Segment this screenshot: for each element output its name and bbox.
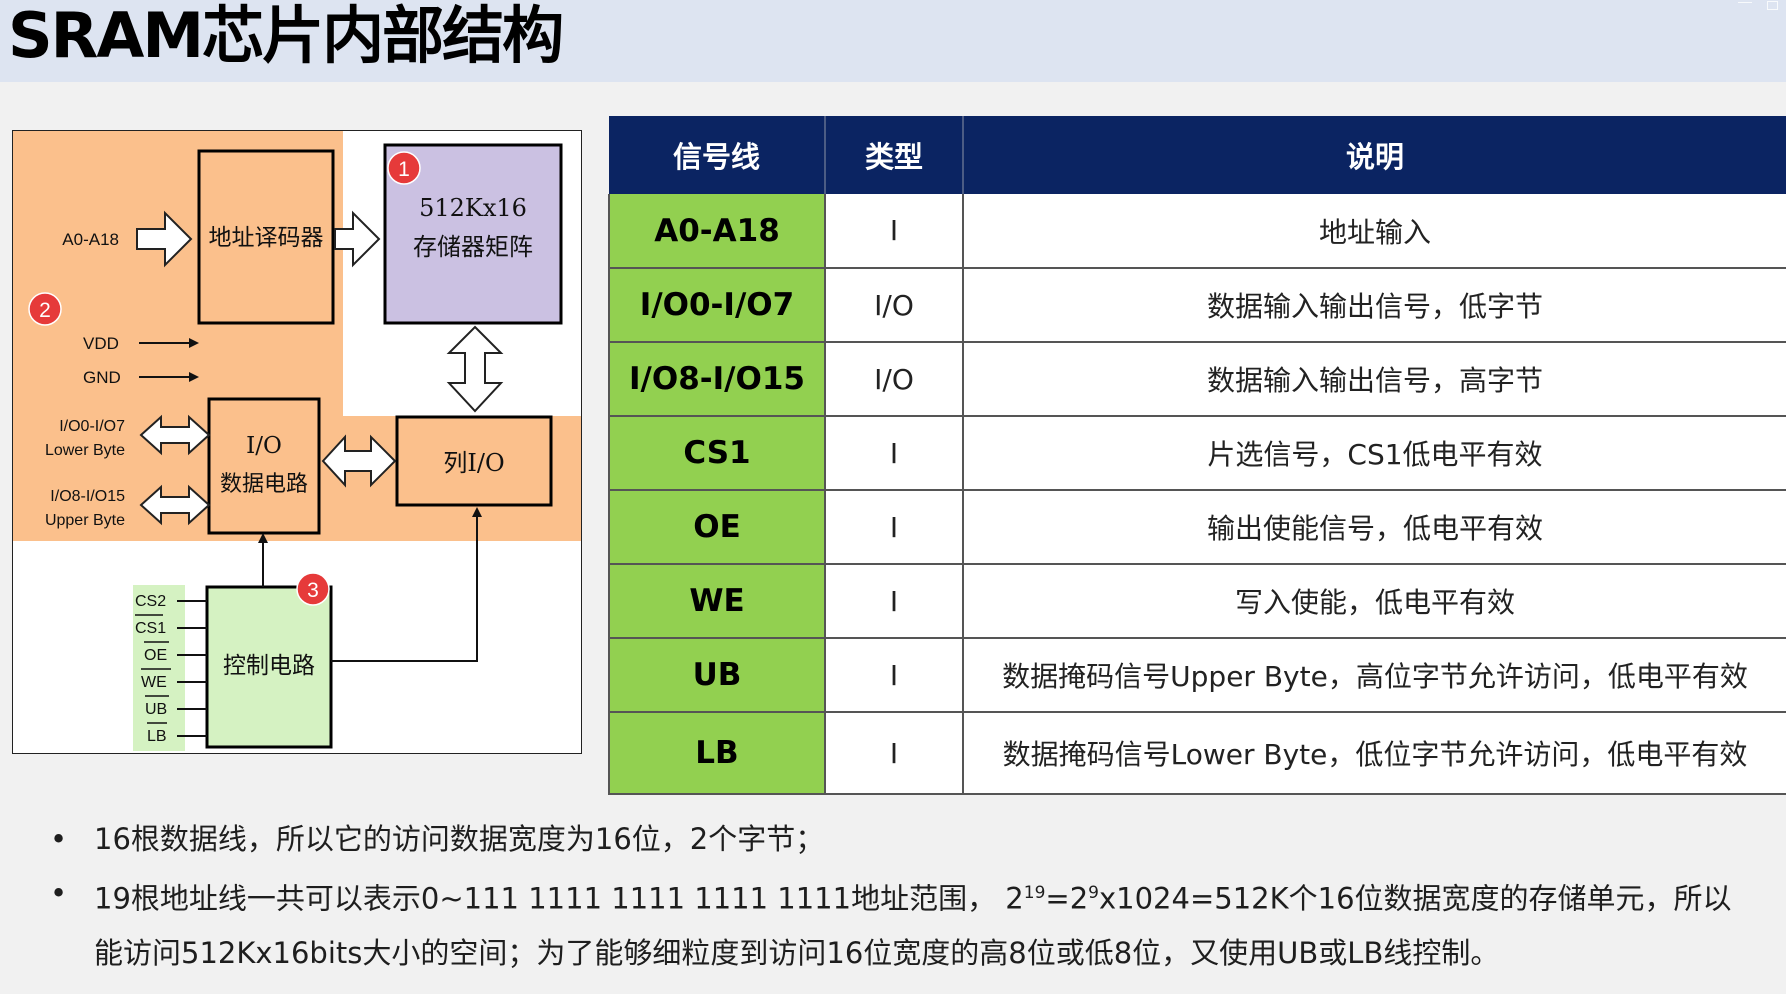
pin-io-low-1: I/O0-I/O7 — [59, 418, 125, 435]
io-column-arrow — [321, 434, 397, 488]
ctrl-pins: CS2 CS1 OE WE UB LB — [135, 593, 167, 745]
control-circuit-box — [205, 585, 333, 749]
signal-table: 信号线 类型 说明 A0-A18 I 地址输入 I/O0-I/O7 I/O 数据… — [608, 116, 1786, 795]
signal-cell: WE — [608, 564, 826, 639]
ctrl-pin-we: WE — [141, 674, 167, 691]
ctrl-pin-cs2: CS2 — [135, 593, 166, 610]
desc-cell: 数据输入输出信号，高字节 — [963, 342, 1786, 417]
desc-cell: 数据掩码信号Upper Byte，高位字节允许访问，低电平有效 — [963, 638, 1786, 713]
maximize-icon[interactable] — [1767, 1, 1778, 10]
table-row: LB I 数据掩码信号Lower Byte，低位字节允许访问，低电平有效 — [608, 712, 1786, 795]
bullet-list: • 16根数据线，所以它的访问数据宽度为16位，2个字节； • 19根地址线一共… — [50, 812, 1750, 980]
title-bar: SRAM芯片内部结构 — [0, 0, 1786, 82]
bullet-item-1: • 16根数据线，所以它的访问数据宽度为16位，2个字节； — [50, 812, 1750, 866]
bullet-text-2-line2: 能访问512Kx16bits大小的空间；为了能够细粒度到访问16位宽度的高8位或… — [94, 935, 1500, 970]
desc-cell: 写入使能，低电平有效 — [963, 564, 1786, 639]
bullet-item-2: • 19根地址线一共可以表示0~111 1111 1111 1111 1111地… — [50, 866, 1750, 980]
type-cell: I — [825, 638, 964, 713]
decoder-label: 地址译码器 — [209, 225, 324, 251]
table-row: A0-A18 I 地址输入 — [608, 194, 1786, 269]
io-high-arrow — [139, 484, 211, 526]
bullet-text-2b: =2 — [1045, 881, 1089, 916]
bullet-text-1: 16根数据线，所以它的访问数据宽度为16位，2个字节； — [94, 822, 825, 856]
svg-text:1: 1 — [398, 158, 410, 181]
column-io-label: 列I/O — [443, 449, 504, 477]
ctrl-pin-ub: UB — [145, 701, 167, 718]
bullet-exp-2: 9 — [1088, 883, 1099, 903]
desc-cell: 输出使能信号，低电平有效 — [963, 490, 1786, 565]
desc-cell: 片选信号，CS1低电平有效 — [963, 416, 1786, 491]
type-cell: I — [825, 416, 964, 491]
type-cell: I — [825, 564, 964, 639]
signal-cell: I/O0-I/O7 — [608, 268, 826, 343]
pin-io-high-1: I/O8-I/O15 — [50, 488, 125, 505]
table-row: OE I 输出使能信号，低电平有效 — [608, 490, 1786, 565]
type-cell: I/O — [825, 268, 964, 343]
pin-gnd: GND — [83, 368, 121, 387]
sram-block-diagram: 地址译码器 512Kx16 存储器矩阵 I/O 数据电路 列I/O 控制电路 — [12, 130, 582, 754]
type-cell: I — [825, 490, 964, 565]
decoder-to-memory-arrow — [334, 210, 381, 268]
svg-text:2: 2 — [39, 299, 51, 322]
io-circuit-label-1: I/O — [246, 433, 282, 459]
memory-label-1: 512Kx16 — [419, 194, 527, 222]
ctrl-pin-lb: LB — [147, 728, 167, 745]
io-circuit-label-2: 数据电路 — [220, 472, 308, 497]
ctrl-pin-cs1: CS1 — [135, 620, 166, 637]
table-header-row: 信号线 类型 说明 — [609, 116, 1786, 194]
bullet-dot: • — [50, 822, 68, 856]
pin-vdd: VDD — [83, 334, 119, 353]
table-row: WE I 写入使能，低电平有效 — [608, 564, 1786, 639]
type-cell: I — [825, 194, 964, 269]
desc-cell: 地址输入 — [963, 194, 1786, 269]
table-row: UB I 数据掩码信号Upper Byte，高位字节允许访问，低电平有效 — [608, 638, 1786, 713]
io-circuit-box — [207, 397, 321, 535]
io-low-arrow — [139, 414, 211, 456]
control-label: 控制电路 — [223, 653, 315, 679]
page-title: SRAM芯片内部结构 — [8, 0, 564, 72]
col-header-desc: 说明 — [963, 116, 1786, 194]
bullet-text-2c: x1024=512K个16位数据宽度的存储单元，所以 — [1098, 881, 1732, 916]
pin-io-low-2: Lower Byte — [45, 442, 125, 459]
pin-a0-a18: A0-A18 — [62, 230, 119, 249]
table-row: I/O0-I/O7 I/O 数据输入输出信号，低字节 — [608, 268, 1786, 343]
bullet-dot: • — [50, 876, 68, 910]
badge-3: 3 — [296, 572, 330, 606]
address-in-arrow — [136, 210, 193, 268]
type-cell: I — [825, 712, 964, 795]
pin-io-high-2: Upper Byte — [45, 512, 125, 529]
signal-cell: CS1 — [608, 416, 826, 491]
desc-cell: 数据输入输出信号，低字节 — [963, 268, 1786, 343]
memory-column-arrow — [446, 325, 504, 413]
address-decoder-box — [197, 149, 335, 325]
col-header-signal: 信号线 — [609, 116, 826, 194]
signal-cell: OE — [608, 490, 826, 565]
column-io-box — [395, 415, 553, 507]
minimize-icon[interactable] — [1738, 2, 1752, 3]
col-header-type: 类型 — [825, 116, 964, 194]
ctrl-pin-oe: OE — [144, 647, 167, 664]
signal-cell: A0-A18 — [608, 194, 826, 269]
signal-cell: LB — [608, 712, 826, 795]
desc-cell: 数据掩码信号Lower Byte，低位字节允许访问，低电平有效 — [963, 712, 1786, 795]
type-cell: I/O — [825, 342, 964, 417]
bullet-exp-1: 19 — [1023, 883, 1046, 903]
signal-cell: I/O8-I/O15 — [608, 342, 826, 417]
bullet-text-2a: 19根地址线一共可以表示0~111 1111 1111 1111 1111地址范… — [94, 881, 1024, 916]
badge-1: 1 — [387, 151, 421, 185]
signal-cell: UB — [608, 638, 826, 713]
memory-label-2: 存储器矩阵 — [413, 233, 533, 261]
svg-text:3: 3 — [307, 579, 319, 602]
table-row: CS1 I 片选信号，CS1低电平有效 — [608, 416, 1786, 491]
badge-2: 2 — [28, 292, 62, 326]
table-row: I/O8-I/O15 I/O 数据输入输出信号，高字节 — [608, 342, 1786, 417]
